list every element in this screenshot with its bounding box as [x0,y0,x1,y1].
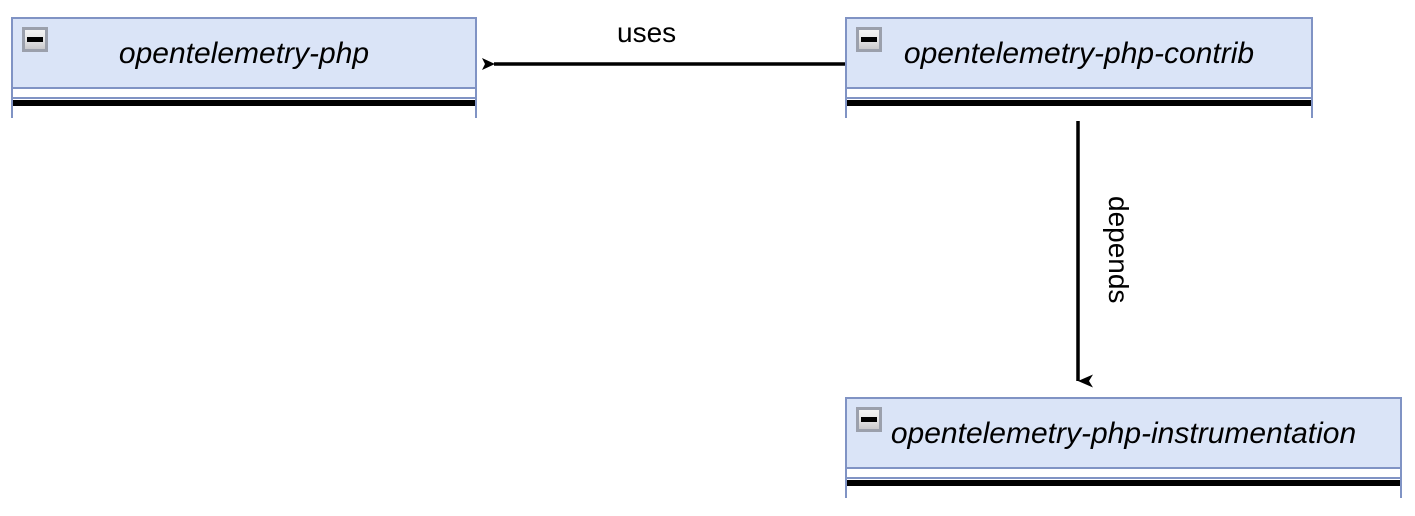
node-compartment-empty [847,89,1311,99]
node-header: opentelemetry-php-instrumentation [847,399,1400,469]
node-header: opentelemetry-php-contrib [847,19,1311,89]
node-header: opentelemetry-php [13,19,475,89]
edge-label-uses: uses [617,17,677,48]
node-opentelemetry-php-contrib[interactable]: opentelemetry-php-contrib [845,17,1313,121]
edge-label-depends: depends [1103,196,1134,304]
node-opentelemetry-php[interactable]: opentelemetry-php [11,17,477,121]
node-title: opentelemetry-php-contrib [903,37,1255,70]
node-title: opentelemetry-php [118,37,370,70]
node-compartment-empty [13,89,475,99]
minus-icon[interactable] [22,27,48,52]
node-opentelemetry-php-instrumentation[interactable]: opentelemetry-php-instrumentation [845,397,1402,501]
node-compartment-empty [847,469,1400,479]
minus-icon[interactable] [856,27,882,52]
node-compartment-bar [847,479,1400,501]
node-compartment-bar [847,99,1311,121]
minus-icon[interactable] [856,407,882,432]
node-compartment-bar [13,99,475,121]
node-title: opentelemetry-php-instrumentation [890,417,1357,450]
